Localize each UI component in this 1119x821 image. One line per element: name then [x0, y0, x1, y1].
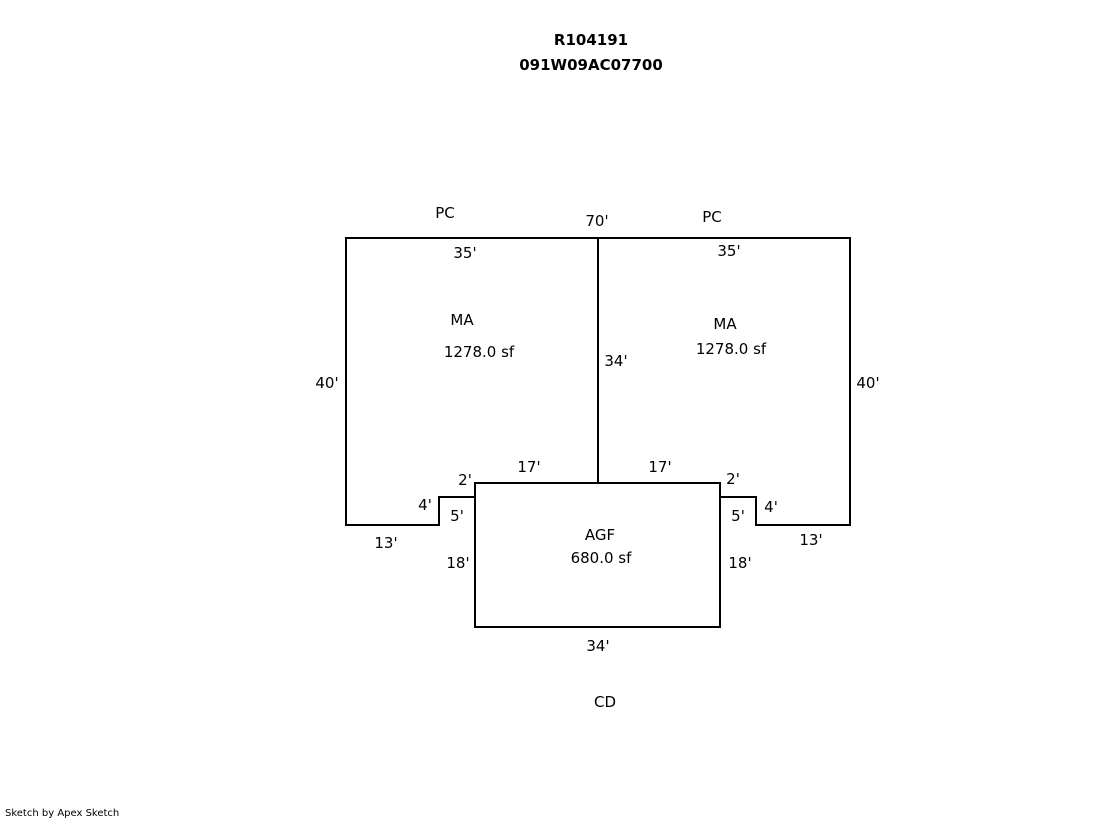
ma-left-outline: [345, 237, 598, 526]
dim-left-side: 40': [315, 374, 339, 392]
dim-notch-right-width: 4': [764, 498, 778, 516]
cd-label: CD: [593, 693, 617, 711]
dim-top-left: 35': [453, 244, 477, 262]
map-number: 091W09AC07700: [519, 56, 663, 74]
dim-bottom-right: 13': [799, 531, 823, 549]
pc-right-label: PC: [702, 208, 722, 226]
dim-right-side: 40': [856, 374, 880, 392]
dim-agf-top-right: 17': [648, 458, 672, 476]
parcel-id: R104191: [553, 31, 629, 49]
dim-notch-right-height: 5': [731, 507, 745, 525]
dim-notch-right-top: 2': [726, 470, 740, 488]
dim-agf-right: 18': [728, 554, 752, 572]
ma-right-outline: [598, 237, 851, 526]
dim-notch-left-height: 5': [450, 507, 464, 525]
sketch-credit: Sketch by Apex Sketch: [5, 808, 120, 819]
ma-right-area: 1278.0 sf: [695, 340, 767, 358]
dim-notch-left-width: 4': [418, 496, 432, 514]
dim-top-total: 70': [585, 212, 609, 230]
ma-right-code: MA: [713, 315, 737, 333]
dim-notch-left-top: 2': [458, 471, 472, 489]
dim-divider: 34': [604, 352, 628, 370]
pc-left-label: PC: [435, 204, 455, 222]
ma-left-code: MA: [450, 311, 474, 329]
dim-agf-left: 18': [446, 554, 470, 572]
dim-agf-bottom: 34': [586, 637, 610, 655]
agf-code: AGF: [584, 526, 616, 544]
dim-top-right: 35': [717, 242, 741, 260]
agf-area: 680.0 sf: [570, 549, 632, 567]
ma-left-area: 1278.0 sf: [443, 343, 515, 361]
dim-bottom-left: 13': [374, 534, 398, 552]
agf-outline: [474, 482, 721, 628]
dim-agf-top-left: 17': [517, 458, 541, 476]
